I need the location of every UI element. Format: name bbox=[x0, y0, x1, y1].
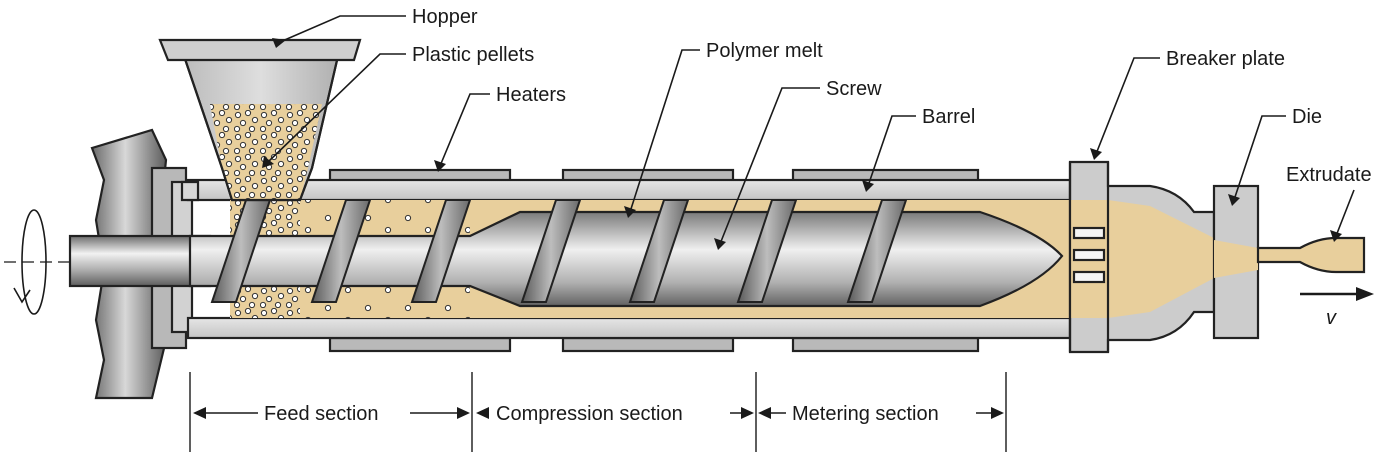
label-heaters: Heaters bbox=[496, 84, 566, 106]
label-breaker-plate: Breaker plate bbox=[1166, 48, 1285, 70]
rotation-arrow bbox=[4, 210, 70, 314]
label-die: Die bbox=[1292, 106, 1322, 128]
breaker-plate bbox=[1070, 162, 1218, 352]
label-metering-section: Metering section bbox=[792, 403, 939, 425]
label-compression-section: Compression section bbox=[496, 403, 683, 425]
label-barrel: Barrel bbox=[922, 106, 975, 128]
die bbox=[1214, 186, 1258, 338]
label-hopper: Hopper bbox=[412, 6, 478, 28]
extrudate bbox=[1258, 238, 1364, 272]
label-extrudate: Extrudate bbox=[1286, 164, 1372, 186]
label-plastic-pellets: Plastic pellets bbox=[412, 44, 534, 66]
label-screw: Screw bbox=[826, 78, 882, 100]
label-polymer-melt: Polymer melt bbox=[706, 40, 823, 62]
label-velocity: v bbox=[1326, 307, 1337, 329]
velocity-arrow bbox=[1300, 287, 1374, 301]
label-feed-section: Feed section bbox=[264, 403, 379, 425]
